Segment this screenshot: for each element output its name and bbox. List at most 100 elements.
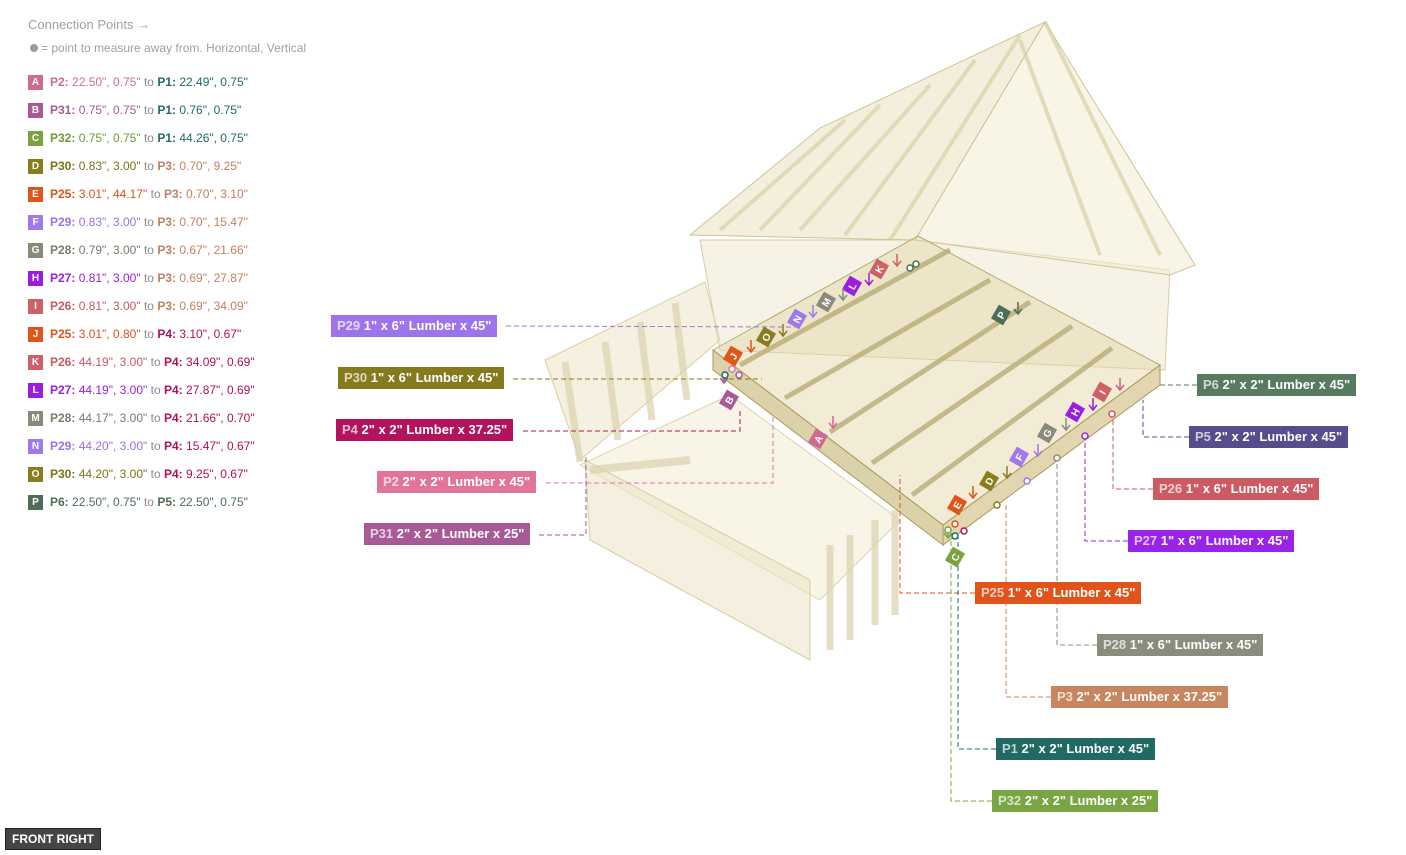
to-part-id: P4: bbox=[163, 355, 183, 369]
part-label-p25[interactable]: P25 1" x 6" Lumber x 45" bbox=[975, 582, 1142, 604]
leader-line-p32 bbox=[950, 540, 992, 802]
part-label-p3[interactable]: P3 2" x 2" Lumber x 37.25" bbox=[1051, 686, 1229, 708]
from-part-offset: 0.83", 3.00" bbox=[78, 215, 141, 229]
marker-l[interactable]: L bbox=[841, 273, 874, 297]
part-label-id: P31 bbox=[370, 526, 394, 541]
marker-g[interactable]: G bbox=[1036, 418, 1071, 444]
from-part-id: P27: bbox=[50, 271, 76, 285]
marker-a[interactable]: A bbox=[807, 416, 838, 450]
marker-k[interactable]: K bbox=[868, 254, 902, 280]
from-part-offset: 22.50", 0.75" bbox=[72, 75, 141, 89]
part-label-p1[interactable]: P1 2" x 2" Lumber x 45" bbox=[996, 738, 1156, 760]
to-part-offset: 9.25", 0.67" bbox=[186, 467, 248, 481]
leader-line-p25 bbox=[899, 475, 975, 594]
from-part-offset: 44.20", 3.00" bbox=[78, 467, 148, 481]
part-label-p6[interactable]: P6 2" x 2" Lumber x 45" bbox=[1197, 374, 1357, 396]
marker-n[interactable]: N bbox=[786, 305, 818, 330]
part-label-id: P1 bbox=[1002, 741, 1018, 756]
from-part-offset: 44.19", 3.00" bbox=[78, 383, 148, 397]
marker-letter: B bbox=[724, 395, 737, 407]
part-label-id: P30 bbox=[344, 370, 368, 385]
to-part-offset: 0.69", 34.09" bbox=[179, 299, 248, 313]
to-part-offset: 22.49", 0.75" bbox=[179, 75, 248, 89]
marker-o[interactable]: O bbox=[755, 324, 788, 348]
view-front-right-button[interactable]: FRONT RIGHT bbox=[5, 828, 101, 850]
marker-e[interactable]: E bbox=[946, 486, 978, 516]
from-part-id: P25: bbox=[50, 327, 76, 341]
arrow-down-icon bbox=[968, 486, 978, 500]
marker-i[interactable]: I bbox=[1091, 378, 1125, 403]
part-label-desc: 2" x 2" Lumber x 45" bbox=[398, 474, 531, 489]
to-separator: to bbox=[150, 467, 161, 481]
marker-h[interactable]: H bbox=[1064, 398, 1098, 423]
connection-badge: L bbox=[28, 382, 43, 398]
marker-f[interactable]: F bbox=[1008, 444, 1043, 468]
legend-note-text: = point to measure away from. Horizontal… bbox=[41, 41, 307, 55]
leader-line-p4 bbox=[523, 410, 741, 432]
to-separator: to bbox=[143, 327, 154, 341]
part-label-p30[interactable]: P30 1" x 6" Lumber x 45" bbox=[338, 367, 505, 389]
part-label-p29[interactable]: P29 1" x 6" Lumber x 45" bbox=[331, 315, 498, 337]
marker-d[interactable]: D bbox=[978, 466, 1012, 492]
to-part-id: P3: bbox=[157, 271, 176, 285]
from-part-id: P27: bbox=[50, 383, 76, 397]
measure-point-dot bbox=[721, 371, 729, 379]
to-separator: to bbox=[150, 187, 161, 201]
from-part-id: P6: bbox=[50, 495, 69, 509]
to-part-id: P5: bbox=[157, 495, 176, 509]
to-separator: to bbox=[143, 299, 154, 313]
part-label-p26[interactable]: P26 1" x 6" Lumber x 45" bbox=[1153, 478, 1320, 500]
part-label-p32[interactable]: P32 2" x 2" Lumber x 25" bbox=[992, 790, 1159, 812]
part-label-id: P6 bbox=[1203, 377, 1219, 392]
part-label-desc: 1" x 6" Lumber x 45" bbox=[1182, 481, 1314, 496]
connection-badge: F bbox=[28, 214, 43, 230]
part-label-p28[interactable]: P28 1" x 6" Lumber x 45" bbox=[1097, 634, 1264, 656]
part-label-p2[interactable]: P2 2" x 2" Lumber x 45" bbox=[377, 471, 537, 493]
marker-letter: D bbox=[984, 476, 997, 488]
leader-line-p1 bbox=[957, 535, 996, 750]
to-part-offset: 22.50", 0.75" bbox=[179, 495, 248, 509]
house-frame-3d bbox=[544, 20, 1196, 661]
marker-letter: C bbox=[950, 552, 963, 564]
part-label-p5[interactable]: P5 2" x 2" Lumber x 45" bbox=[1189, 426, 1349, 448]
marker-letter: L bbox=[847, 281, 860, 292]
from-part-id: P30: bbox=[50, 467, 76, 481]
to-separator: to bbox=[143, 495, 154, 509]
part-label-p4[interactable]: P4 2" x 2" Lumber x 37.25" bbox=[336, 419, 514, 441]
measure-point-dot bbox=[1108, 410, 1116, 418]
from-part-id: P25: bbox=[50, 187, 76, 201]
part-label-id: P3 bbox=[1057, 689, 1073, 704]
marker-p[interactable]: P bbox=[990, 302, 1023, 326]
to-part-id: P4: bbox=[157, 327, 176, 341]
from-part-offset: 0.75", 0.75" bbox=[78, 131, 141, 145]
part-label-p27[interactable]: P27 1" x 6" Lumber x 45" bbox=[1128, 530, 1295, 552]
leader-line-p5 bbox=[1142, 400, 1189, 438]
to-part-id: P4: bbox=[163, 467, 183, 481]
part-label-id: P28 bbox=[1103, 637, 1127, 652]
marker-letter: J bbox=[728, 352, 740, 362]
to-part-id: P4: bbox=[163, 383, 183, 397]
to-part-id: P4: bbox=[163, 411, 183, 425]
part-label-desc: 2" x 2" Lumber x 25" bbox=[1021, 793, 1153, 808]
measure-point-dot bbox=[728, 365, 736, 373]
part-label-p31[interactable]: P31 2" x 2" Lumber x 25" bbox=[364, 523, 531, 545]
marker-m[interactable]: M bbox=[815, 288, 848, 313]
marker-j[interactable]: J bbox=[722, 340, 756, 367]
